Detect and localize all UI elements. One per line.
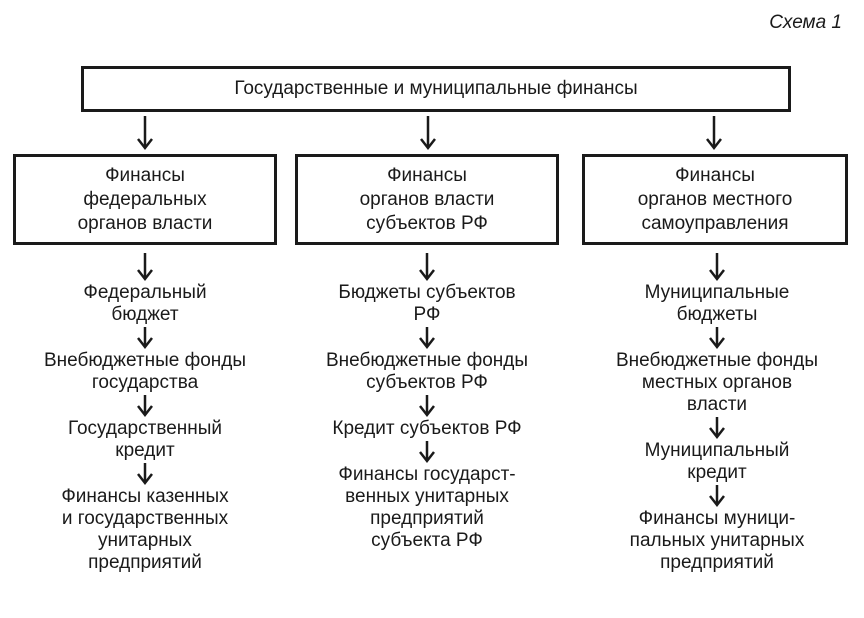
node-federal-finance: Финансы федеральных органов власти: [13, 154, 277, 245]
down-arrow-icon: [137, 395, 153, 418]
local-item-extrabudget-funds: Внебюджетные фонды местных органов власт…: [615, 350, 819, 415]
local-branch-items: Муниципальные бюджеты Внебюджетные фонды…: [580, 252, 854, 574]
federal-item-state-credit: Государственный кредит: [67, 418, 223, 461]
down-arrow-icon: [709, 417, 725, 440]
local-item-municipal-credit: Муниципальный кредит: [644, 440, 790, 483]
local-item-budgets: Муниципальные бюджеты: [644, 282, 790, 325]
down-arrow-icon: [419, 327, 435, 350]
regional-branch-items: Бюджеты субъектов РФ Внебюджетные фонды …: [290, 252, 564, 552]
regional-item-budgets: Бюджеты субъектов РФ: [338, 282, 516, 325]
root-connector-arrows: [137, 116, 722, 151]
root-node-label: Государственные и муниципальные финансы: [234, 78, 638, 99]
down-arrow-icon: [137, 327, 153, 350]
node-local-finance-label: Финансы органов местного самоуправления: [637, 164, 793, 234]
arrow-to-local: [706, 116, 722, 151]
node-local-finance: Финансы органов местного самоуправления: [582, 154, 848, 245]
federal-item-budget: Федеральный бюджет: [83, 282, 207, 325]
regional-item-enterprise-finance: Финансы государст- венных унитарных пред…: [338, 464, 516, 551]
down-arrow-icon: [709, 327, 725, 350]
node-regional-finance-label: Финансы органов власти субъектов РФ: [359, 164, 495, 234]
down-arrow-icon: [709, 485, 725, 508]
node-federal-finance-label: Финансы федеральных органов власти: [77, 164, 213, 234]
down-arrow-icon: [419, 253, 435, 282]
federal-branch-items: Федеральный бюджет Внебюджетные фонды го…: [8, 252, 282, 574]
down-arrow-icon: [419, 441, 435, 464]
regional-item-credit: Кредит субъектов РФ: [332, 418, 522, 439]
down-arrow-icon: [709, 253, 725, 282]
down-arrow-icon: [419, 395, 435, 418]
federal-item-extrabudget-funds: Внебюджетные фонды государства: [43, 350, 247, 393]
federal-item-enterprise-finance: Финансы казенных и государственных унита…: [61, 486, 229, 573]
down-arrow-icon: [137, 253, 153, 282]
node-regional-finance: Финансы органов власти субъектов РФ: [295, 154, 559, 245]
arrow-to-regional: [420, 116, 436, 151]
local-item-enterprise-finance: Финансы муници- пальных унитарных предпр…: [629, 508, 805, 573]
down-arrow-icon: [137, 463, 153, 486]
root-node-state-municipal-finance: Государственные и муниципальные финансы: [81, 66, 791, 112]
regional-item-extrabudget-funds: Внебюджетные фонды субъектов РФ: [325, 350, 529, 393]
scheme-number-label: Схема 1: [769, 12, 842, 33]
arrow-to-federal: [137, 116, 153, 151]
